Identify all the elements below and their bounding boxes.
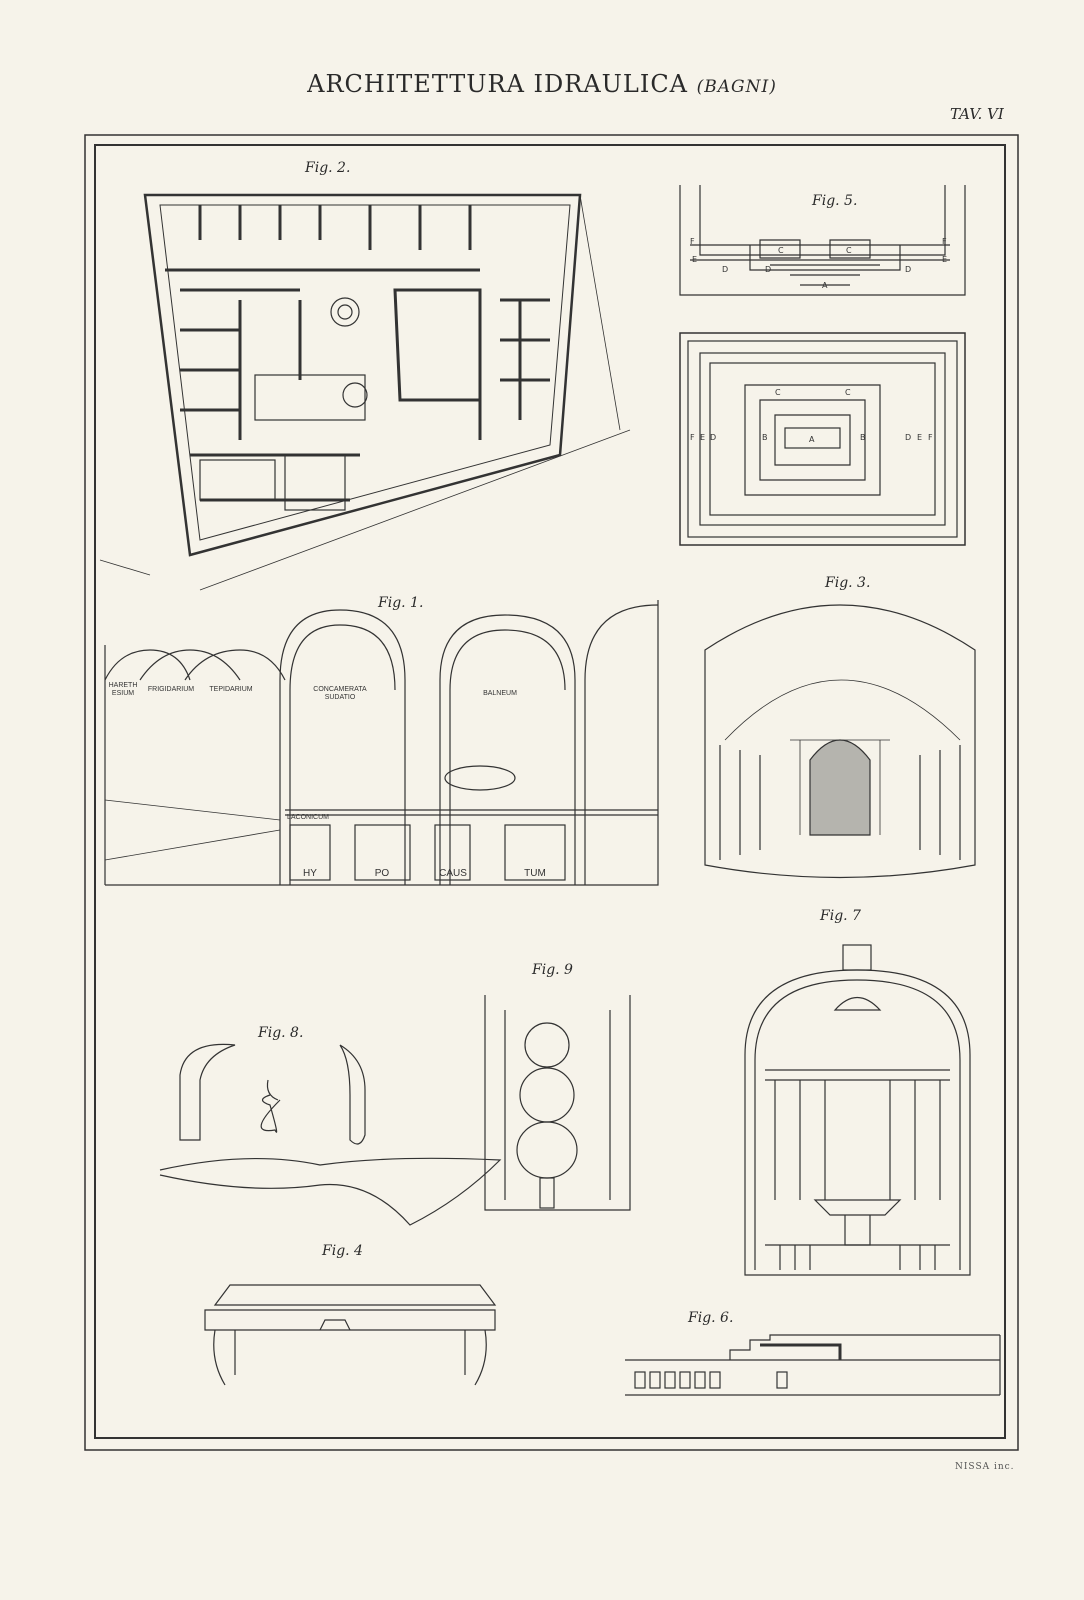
fig6-section	[625, 1334, 1001, 1396]
concentric-bath-plan: F E D B C C A B D E F	[679, 332, 966, 546]
fig2-label: Fig. 2.	[305, 160, 351, 176]
room-label: PO	[374, 868, 390, 879]
fig7-label: Fig. 7	[820, 908, 861, 924]
fig5-label: Fig. 5.	[812, 193, 858, 209]
fig5-letter: C	[846, 246, 852, 255]
room-label: FRIGIDARIUM	[147, 686, 195, 693]
fig8-label: Fig. 8.	[258, 1025, 304, 1041]
room-label: TEPIDARIUM	[209, 686, 253, 693]
plate-border	[84, 134, 1019, 1451]
plan-letter: D	[905, 433, 911, 442]
room-label: HARETH ESIUM	[108, 682, 138, 697]
room-label: CONCAMERATA SUDATIO	[313, 686, 367, 701]
engraver-signature: NISSA inc.	[955, 1462, 1015, 1472]
fig1-label: Fig. 1.	[378, 595, 424, 611]
room-label: BALNEUM	[483, 690, 517, 697]
plan-letter: F	[928, 433, 933, 442]
fig3-vaulted-hall	[704, 604, 976, 879]
fig5-letter: E	[692, 255, 697, 264]
plan-letter: E	[700, 433, 705, 442]
fig5-section: F E D C C D A D F E	[679, 185, 966, 296]
plate-title: ARCHITETTURA IDRAULICA (BAGNI)	[0, 70, 1084, 98]
fig9-label: Fig. 9	[532, 962, 573, 978]
plan-letter: C	[845, 388, 851, 397]
fig5-letter: C	[778, 246, 784, 255]
room-label: TUM	[524, 868, 546, 879]
room-label: HY	[303, 868, 317, 879]
fig6-label: Fig. 6.	[688, 1310, 734, 1326]
fig5-letter: F	[690, 237, 695, 246]
plan-letter: F	[690, 433, 695, 442]
fig2-bath-plan	[99, 193, 631, 591]
room-label: CAUS	[439, 868, 467, 879]
fig5-letter: F	[942, 237, 947, 246]
room-label: LACONICUM	[287, 814, 330, 821]
fig3-label: Fig. 3.	[825, 575, 871, 591]
fig5-letter: E	[942, 255, 947, 264]
fig9-furnace-section	[484, 995, 631, 1211]
plan-letter: E	[917, 433, 922, 442]
fig8-strigils	[159, 1043, 502, 1226]
title-text: ARCHITETTURA IDRAULICA	[307, 70, 689, 98]
plan-letter: B	[860, 433, 866, 442]
fig5-letter: D	[722, 265, 728, 274]
plate-number: TAV. VI	[950, 105, 1004, 123]
fig5-letter: A	[822, 281, 828, 290]
fig4-bronze-bench	[204, 1284, 497, 1386]
plan-letter: D	[710, 433, 716, 442]
fig5-letter: D	[765, 265, 771, 274]
fig7-laconicum	[744, 944, 971, 1276]
plan-letter: C	[775, 388, 781, 397]
plan-letter: B	[762, 433, 768, 442]
plan-letter: A	[809, 435, 815, 444]
fig1-baths-section	[104, 600, 659, 886]
title-subtitle: (BAGNI)	[696, 77, 777, 97]
fig5-letter: D	[905, 265, 911, 274]
fig4-label: Fig. 4	[322, 1243, 363, 1259]
